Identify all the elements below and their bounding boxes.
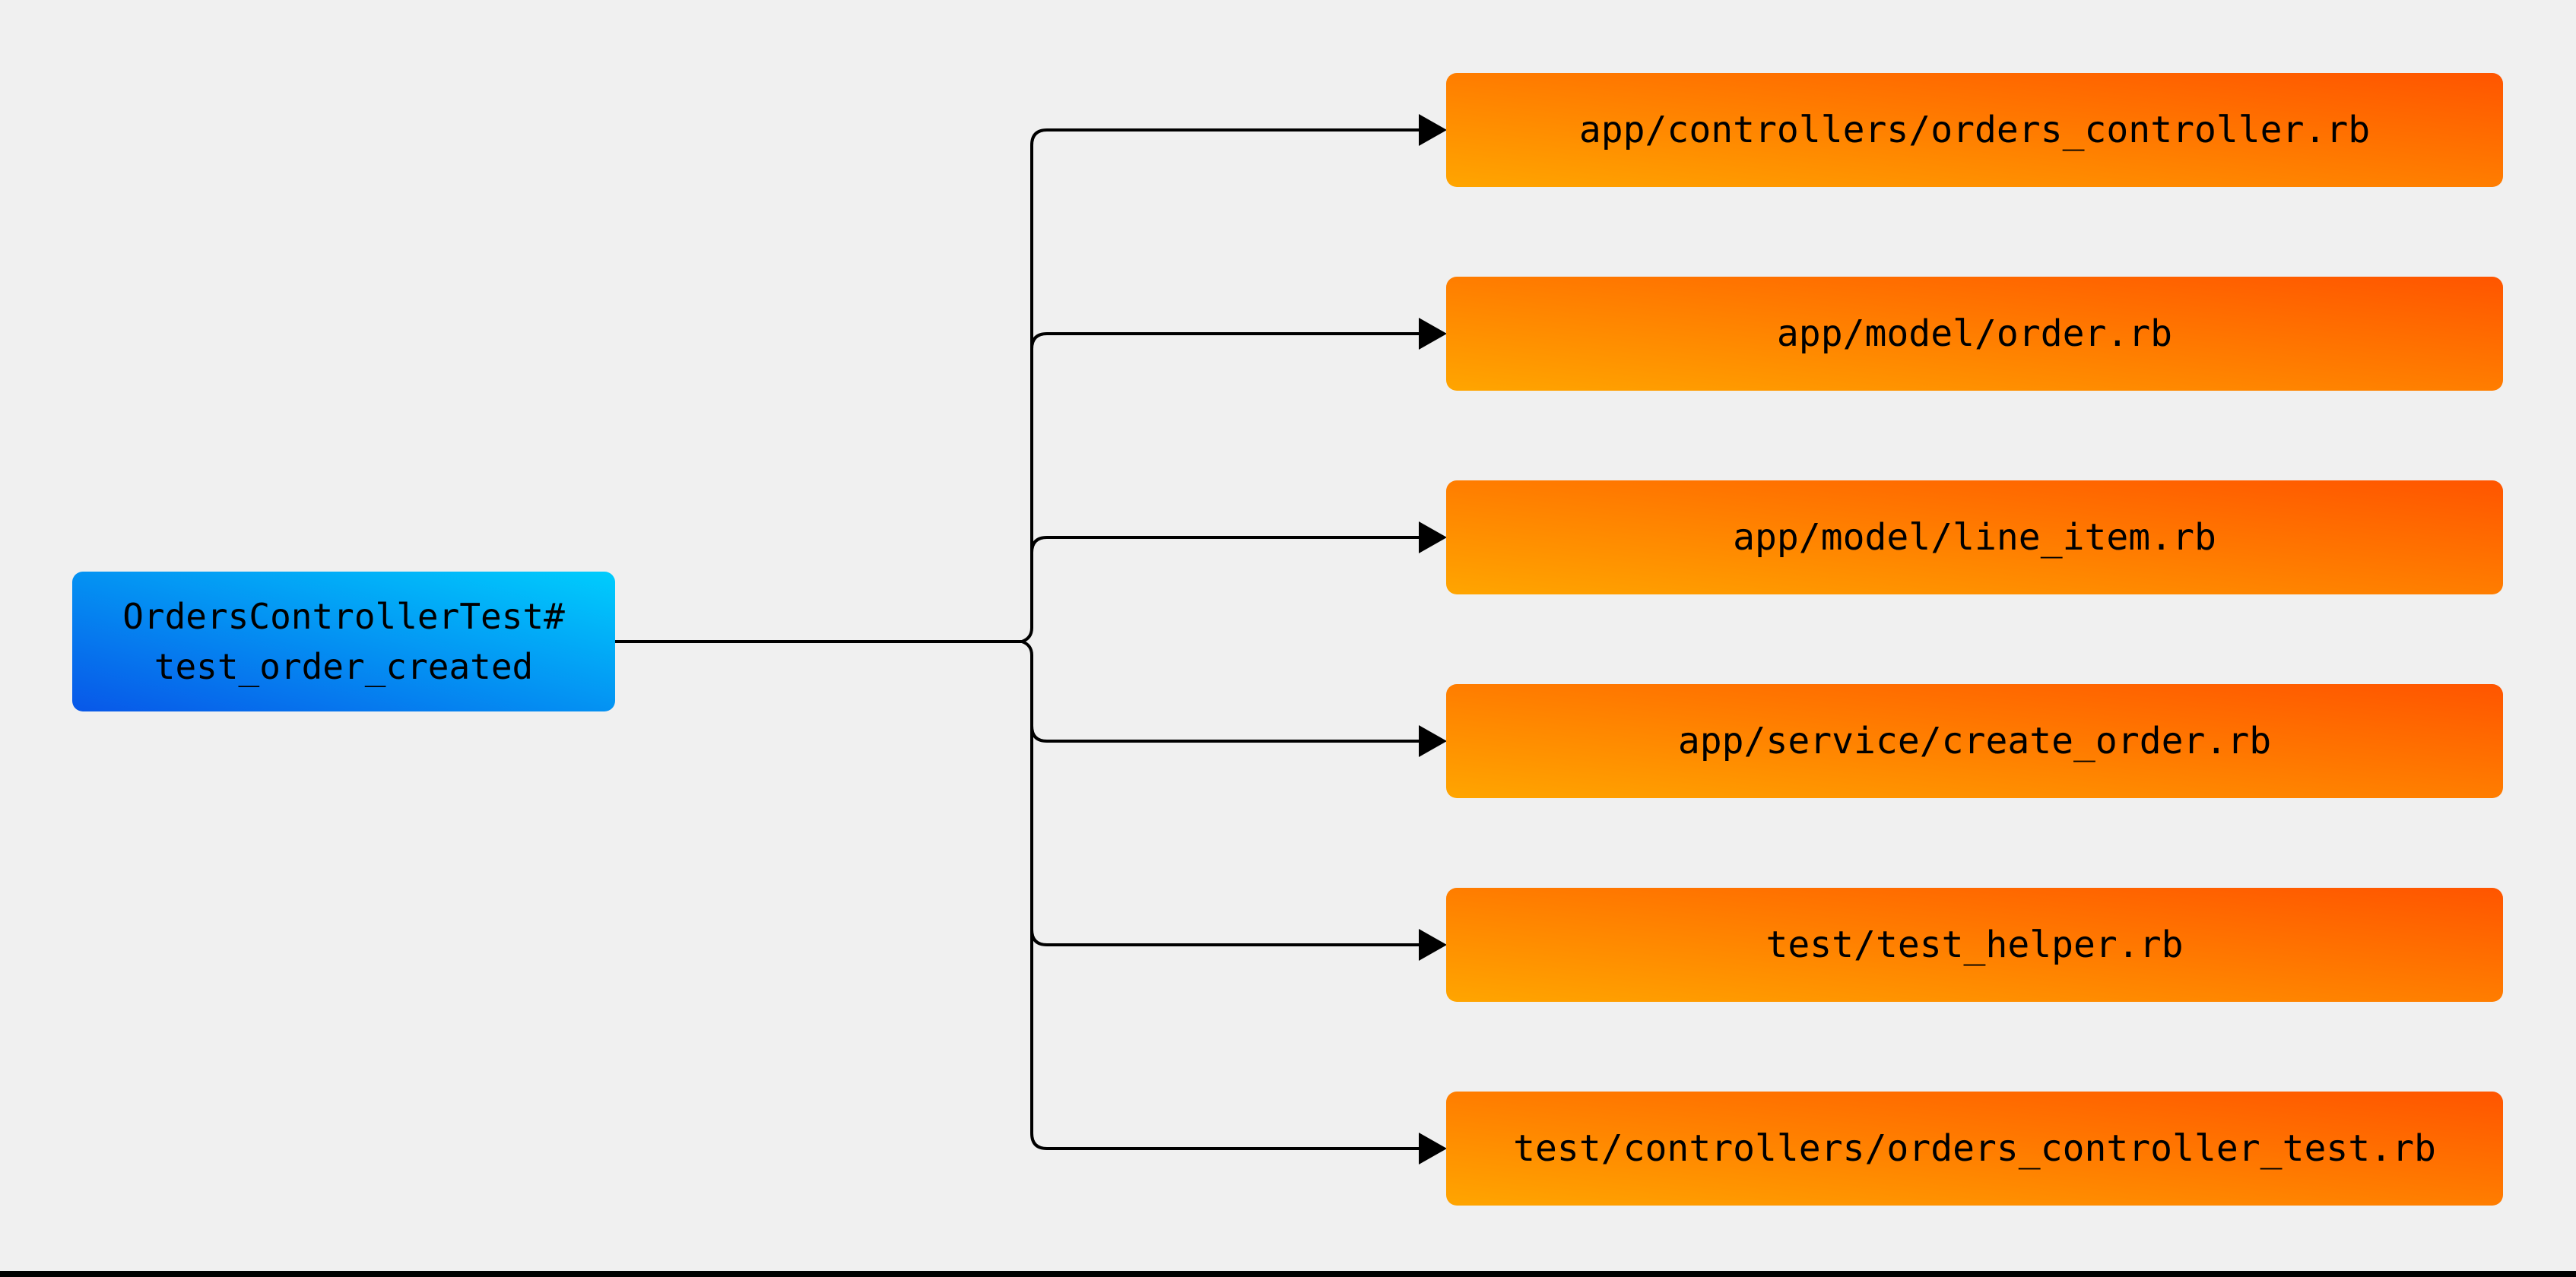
- edge-branch-4: [1030, 725, 1419, 743]
- arrowhead-icon: [1419, 521, 1447, 553]
- edge-trunk-lower: [1021, 640, 1419, 1150]
- node-file-label: test/test_helper.rb: [1765, 924, 2184, 966]
- node-file-line-item-model: app/model/line_item.rb: [1446, 480, 2503, 594]
- node-file-label: app/controllers/orders_controller.rb: [1578, 109, 2371, 151]
- source-label-line2: test_order_created: [154, 646, 534, 687]
- edge-branch-5: [1030, 929, 1419, 946]
- edge-trunk-upper: [1021, 128, 1419, 643]
- node-file-label: app/model/order.rb: [1776, 312, 2173, 355]
- bottom-black-bar: [0, 1271, 2576, 1277]
- node-test-source: OrdersControllerTest# test_order_created: [72, 572, 615, 711]
- arrowhead-icon: [1419, 318, 1447, 350]
- arrowhead-icon: [1419, 114, 1447, 146]
- arrowhead-icon: [1419, 1133, 1447, 1165]
- node-file-test-helper: test/test_helper.rb: [1446, 888, 2503, 1002]
- arrowhead-icon: [1419, 929, 1447, 961]
- node-file-create-order-service: app/service/create_order.rb: [1446, 684, 2503, 798]
- arrowhead-icon: [1419, 725, 1447, 757]
- edge-branch-3: [1030, 536, 1419, 553]
- node-file-label: app/service/create_order.rb: [1677, 720, 2272, 762]
- node-file-label: test/controllers/orders_controller_test.…: [1513, 1127, 2436, 1170]
- source-label-line1: OrdersControllerTest#: [122, 596, 565, 637]
- node-file-order-model: app/model/order.rb: [1446, 277, 2503, 391]
- node-file-orders-controller: app/controllers/orders_controller.rb: [1446, 73, 2503, 187]
- node-file-label: app/model/line_item.rb: [1733, 516, 2216, 559]
- node-test-source-label: OrdersControllerTest# test_order_created: [122, 591, 565, 692]
- node-file-orders-controller-test: test/controllers/orders_controller_test.…: [1446, 1092, 2503, 1206]
- edge-branch-2: [1030, 332, 1419, 350]
